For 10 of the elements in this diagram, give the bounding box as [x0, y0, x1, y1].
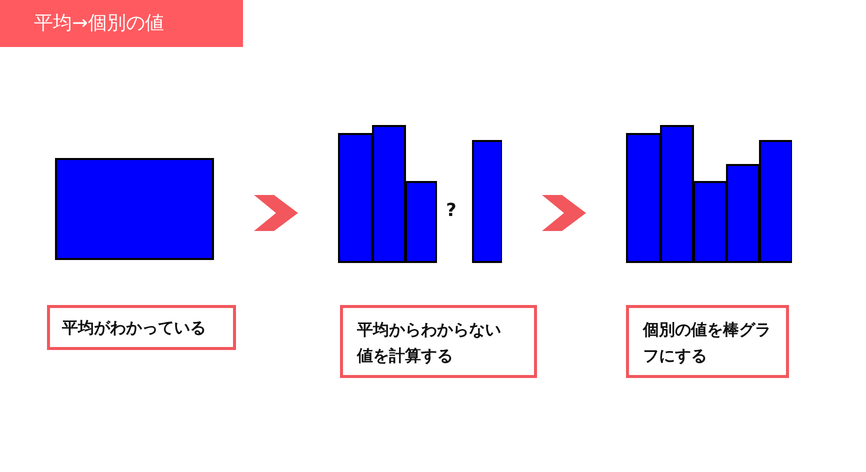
chevron-arrow	[542, 195, 586, 231]
caption-box: 平均からわからない値を計算する	[340, 305, 537, 378]
title-banner: 平均→個別の値	[0, 0, 243, 47]
chevron-arrow	[254, 195, 298, 231]
bar-chart-drawing	[338, 125, 502, 263]
block-drawing	[55, 158, 214, 260]
bar-chart-drawing	[626, 125, 792, 263]
unknown-value-mark: ?	[446, 200, 456, 221]
caption-box: 個別の値を棒グラフにする	[626, 305, 789, 378]
caption-box: 平均がわかっている	[47, 305, 236, 350]
